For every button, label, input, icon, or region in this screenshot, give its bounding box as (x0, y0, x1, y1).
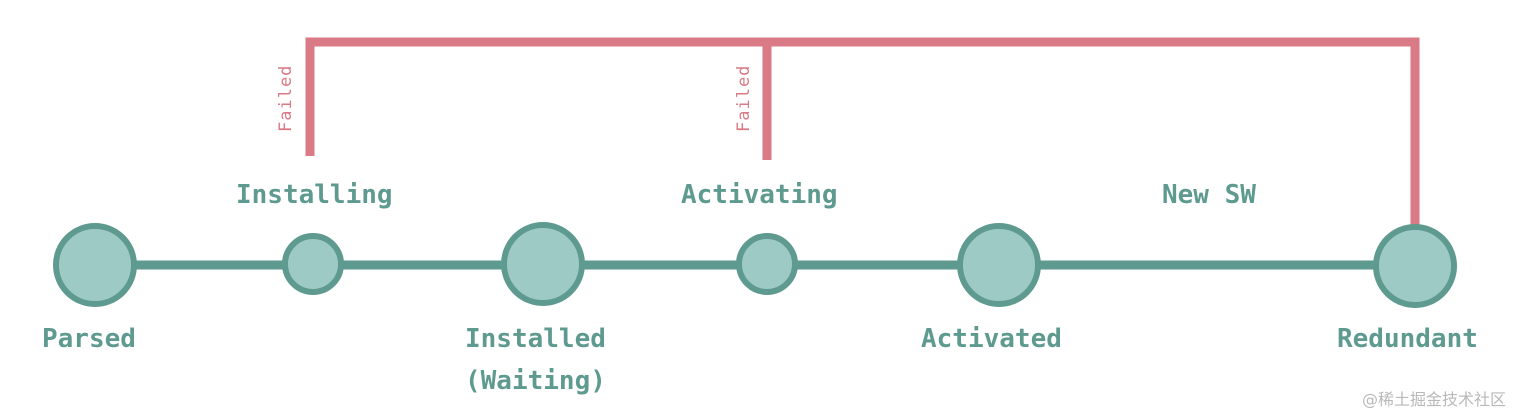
node-activated (957, 223, 1041, 307)
redundant-label: Redundant (1337, 324, 1478, 354)
waiting-label: (Waiting) (465, 366, 606, 396)
installed-label: Installed (465, 324, 606, 354)
failure-path-line (305, 37, 1420, 230)
activate-failed-label: Failed (734, 64, 754, 132)
activating-label: Activating (681, 180, 838, 210)
installing-label: Installing (236, 180, 393, 210)
watermark: @稀土掘金技术社区 (1361, 390, 1506, 409)
node-activating (736, 233, 798, 295)
install-failed-label: Failed (276, 64, 296, 132)
node-parsed (53, 223, 137, 307)
node-installed (501, 222, 585, 306)
activated-label: Activated (921, 324, 1062, 354)
new-sw-label: New SW (1162, 180, 1256, 210)
parsed-label: Parsed (42, 324, 136, 354)
node-installing (282, 233, 344, 295)
node-redundant (1373, 224, 1457, 308)
